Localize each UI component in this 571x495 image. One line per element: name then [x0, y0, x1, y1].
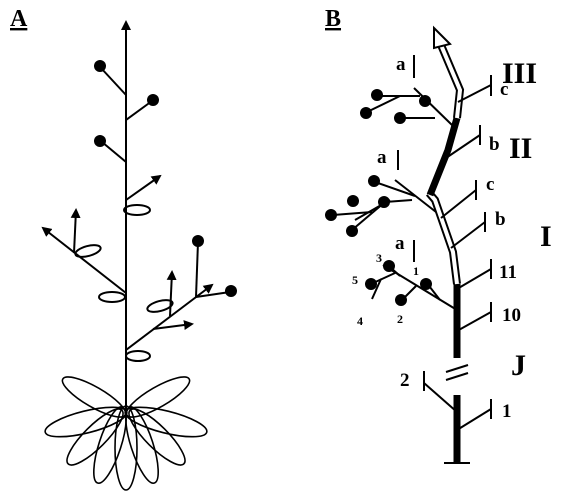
axis-segment-iii-fill — [439, 44, 463, 119]
flower — [368, 175, 380, 187]
pedicel — [332, 211, 373, 216]
pedicel — [125, 100, 153, 121]
branch-2 — [423, 382, 458, 413]
panel-b-axis — [425, 25, 470, 464]
rosette-leaf — [124, 406, 208, 438]
pedicel — [195, 291, 231, 298]
label-I: I — [540, 220, 552, 253]
label-a-low: a — [395, 233, 405, 254]
branch-b-mid — [445, 134, 481, 159]
lateral-branch — [125, 174, 162, 201]
arrow-head — [433, 25, 452, 50]
flower — [94, 135, 106, 147]
flower — [94, 60, 106, 72]
sub-label-1: 1 — [413, 264, 419, 278]
flower — [225, 285, 237, 297]
flower — [192, 235, 204, 247]
flower — [347, 195, 359, 207]
pedicel — [101, 141, 127, 163]
sub-label-3: 3 — [376, 251, 382, 265]
flower — [365, 278, 377, 290]
label-II: II — [509, 132, 532, 165]
rosette-leaf — [125, 376, 191, 418]
label-c-mid: c — [486, 174, 494, 195]
pedicel — [366, 95, 401, 113]
panel-a-plant — [41, 20, 231, 491]
axis-break — [445, 372, 469, 381]
label-10: 10 — [502, 305, 521, 326]
lateral-branch — [125, 283, 214, 351]
axis-segment-ii — [426, 117, 461, 197]
branch-1 — [456, 408, 492, 431]
label-11: 11 — [499, 262, 517, 283]
flower — [346, 225, 358, 237]
bract — [74, 244, 102, 258]
flower — [325, 209, 337, 221]
label-III: III — [502, 57, 537, 90]
label-b-low: b — [495, 209, 506, 230]
flower — [395, 294, 407, 306]
panel-b-flowers — [325, 89, 432, 306]
sub-label-4: 4 — [357, 314, 363, 328]
label-J: J — [511, 349, 526, 382]
lateral-branch — [152, 320, 194, 330]
panel-b-labels: III II I J a c a b c b a 11 10 2 1 5 3 1… — [352, 54, 552, 422]
lateral-branch — [41, 226, 127, 294]
label-a-mid: a — [377, 147, 387, 168]
rosette-leaf — [61, 376, 127, 418]
panel-a-label: A — [10, 6, 28, 32]
label-c-top: c — [500, 79, 508, 100]
branch-10 — [456, 311, 492, 332]
panel-b-branches — [332, 55, 492, 431]
branch-11 — [456, 268, 492, 290]
axis-segment-i-fill — [427, 191, 459, 285]
pedicel — [374, 181, 416, 197]
bract — [125, 350, 151, 362]
sub-label-2: 2 — [397, 312, 403, 326]
lateral-branch — [166, 270, 177, 317]
lateral-a-top — [413, 87, 453, 126]
rosette-leaf — [128, 408, 186, 466]
axis-segment-i — [425, 190, 461, 285]
panel-b-label: B — [325, 6, 341, 32]
bract — [123, 204, 151, 216]
pedicel — [100, 67, 127, 96]
panel-a-flowers — [94, 60, 237, 297]
flower — [147, 94, 159, 106]
flower — [371, 89, 383, 101]
branch-c-top — [457, 84, 492, 103]
flower — [419, 95, 431, 107]
flower — [378, 196, 390, 208]
label-a-top: a — [396, 54, 406, 75]
rosette — [44, 376, 208, 491]
flower — [383, 260, 395, 272]
flower — [360, 107, 372, 119]
flower — [394, 112, 406, 124]
pedicel — [195, 241, 199, 298]
sub-label-5: 5 — [352, 273, 358, 287]
label-b-mid: b — [489, 134, 500, 155]
rosette-leaf — [66, 408, 124, 466]
pedicel — [371, 278, 382, 300]
label-1: 1 — [502, 401, 512, 422]
rosette-leaf — [44, 406, 128, 438]
branch-b-low — [450, 221, 486, 249]
lateral-branch — [70, 208, 81, 254]
lateral-a-mid — [394, 179, 437, 213]
bract — [146, 299, 174, 313]
bract — [98, 291, 126, 303]
rosette-leaf — [114, 405, 138, 491]
branch-c-mid — [440, 189, 477, 219]
flower — [420, 278, 432, 290]
axis-break — [445, 364, 469, 373]
label-2: 2 — [400, 370, 410, 391]
